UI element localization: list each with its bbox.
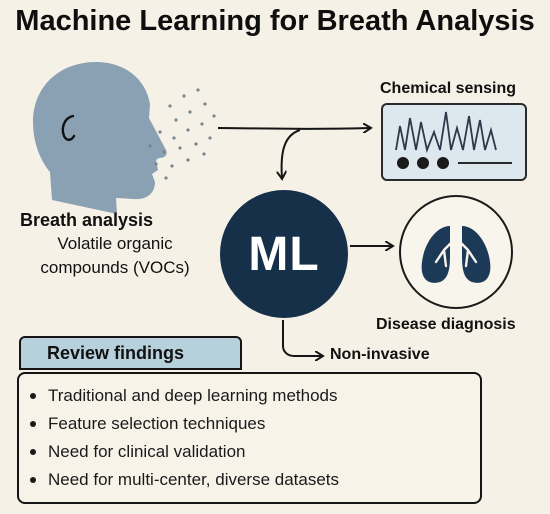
page-title: Machine Learning for Breath Analysis bbox=[15, 5, 535, 37]
voc-label: Volatile organic compounds (VOCs) bbox=[40, 234, 190, 277]
list-item: Feature selection techniques bbox=[30, 410, 339, 438]
ml-label: ML bbox=[248, 227, 320, 281]
arrow-to-ml bbox=[282, 129, 301, 178]
findings-list: Traditional and deep learning methods Fe… bbox=[30, 382, 339, 494]
breath-analysis-label: Breath analysis bbox=[20, 210, 154, 230]
finding-text: Feature selection techniques bbox=[48, 414, 266, 433]
findings-panel bbox=[17, 372, 482, 504]
ml-circle bbox=[220, 190, 348, 318]
arrow-ml-to-noninvasive bbox=[282, 320, 322, 356]
bullet-icon bbox=[30, 421, 36, 427]
lungs-icon bbox=[399, 195, 513, 309]
sensor-monitor-icon bbox=[381, 103, 527, 181]
non-invasive-label: Non-invasive bbox=[330, 346, 430, 363]
head-silhouette-icon bbox=[33, 62, 167, 214]
finding-text: Traditional and deep learning methods bbox=[48, 386, 338, 405]
finding-text: Need for multi-center, diverse datasets bbox=[48, 470, 340, 489]
chemical-sensing-label: Chemical sensing bbox=[380, 80, 517, 97]
disease-diagnosis-label: Disease diagnosis bbox=[376, 316, 516, 333]
arrow-breath-to-sensing bbox=[217, 128, 370, 129]
finding-text: Need for clinical validation bbox=[48, 442, 246, 461]
findings-header: Review findings bbox=[19, 336, 242, 370]
breath-particles-icon bbox=[148, 88, 216, 180]
list-item: Need for clinical validation bbox=[30, 438, 339, 466]
list-item: Traditional and deep learning methods bbox=[30, 382, 339, 410]
bullet-icon bbox=[30, 393, 36, 399]
bullet-icon bbox=[30, 477, 36, 483]
list-item: Need for multi-center, diverse datasets bbox=[30, 466, 339, 494]
bullet-icon bbox=[30, 449, 36, 455]
